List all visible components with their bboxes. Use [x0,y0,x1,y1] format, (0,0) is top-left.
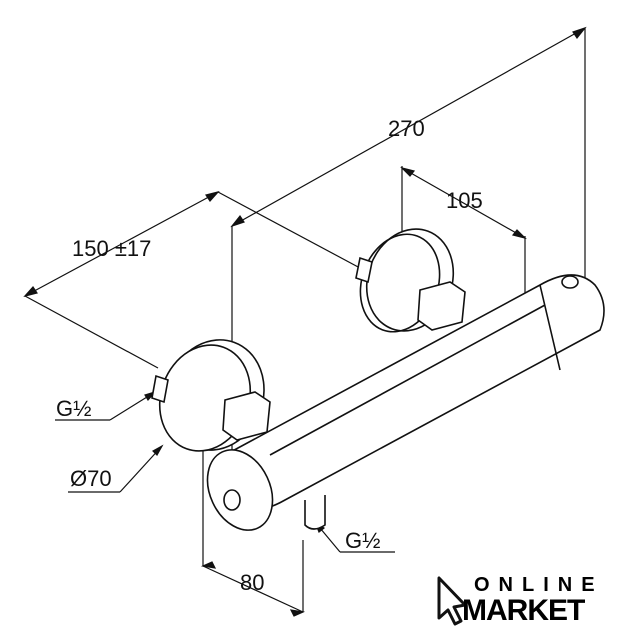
dimension-150-label: 150 ±17 [72,236,152,261]
inlet-thread-label: G½ [56,396,92,421]
online-market-logo: ONLINE MARKET [436,572,596,632]
logo-line2: MARKET [462,594,585,627]
dimension-80-label: 80 [240,570,265,595]
outlet-thread-label: G½ [345,528,381,553]
mixer-body [206,274,605,531]
back-wall-flange [355,228,466,333]
dimension-105-label: 105 [446,188,483,213]
front-wall-flange [151,339,271,452]
flange-diameter-label: Ø70 [70,466,112,491]
dimension-150-lines [23,190,361,369]
logo-line1: ONLINE [474,574,604,596]
dimension-270-label: 270 [388,116,425,141]
cursor-arrow-icon [437,576,466,626]
